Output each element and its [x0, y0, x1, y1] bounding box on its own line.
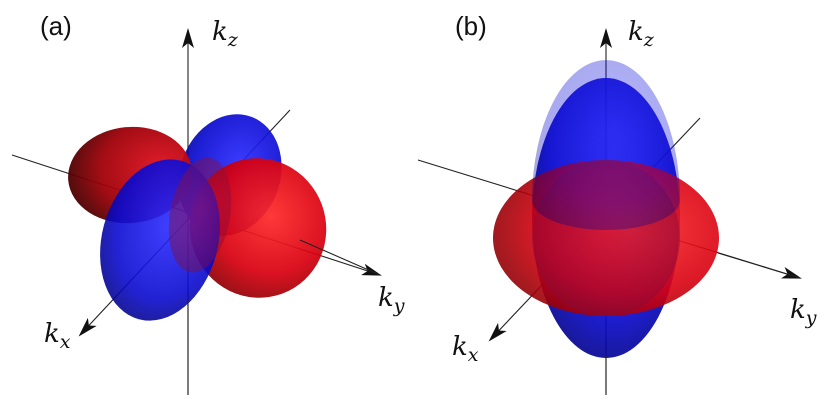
panel-a-overlap — [168, 157, 232, 273]
panel-a-label: (a) — [40, 11, 72, 41]
panel-b-kz-label: kz — [628, 17, 655, 51]
panel-b: (b) kz ky kx — [417, 11, 817, 395]
panel-a-kx-label: kx — [44, 319, 71, 353]
panel-b-ky-axis-front — [717, 252, 801, 279]
panel-b-ky-label: ky — [790, 295, 817, 329]
panel-a-ky-axis-front — [299, 239, 381, 276]
panel-b-blue-cap — [532, 60, 680, 230]
panel-a-ky-label: ky — [378, 283, 405, 317]
panel-b-label: (b) — [455, 11, 487, 41]
panel-a-kz-label: kz — [212, 17, 239, 51]
panel-b-kx-label: kx — [452, 332, 479, 366]
panel-a: (a) kz ky kx — [11, 11, 405, 395]
